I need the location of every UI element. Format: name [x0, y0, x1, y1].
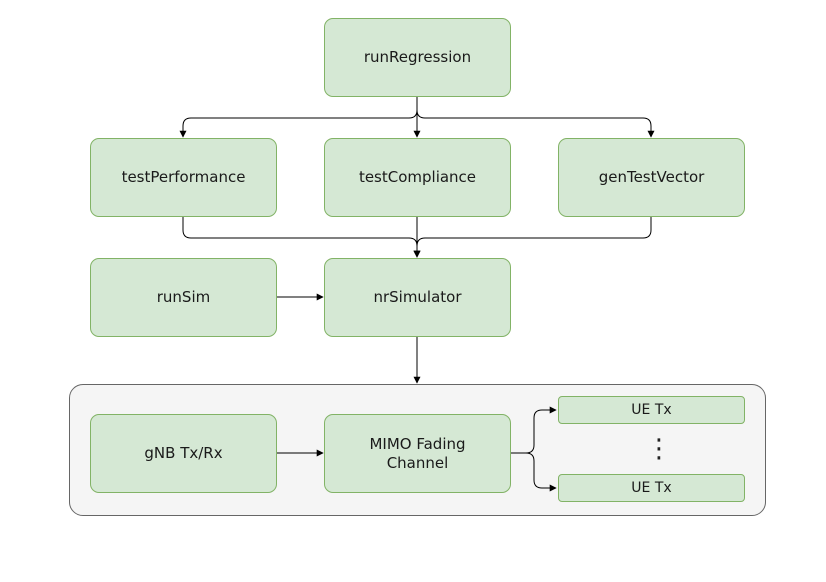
edge-testvector-to-nrsim	[413, 217, 652, 258]
run-regression-label: runRegression	[363, 48, 472, 66]
edge-regression-to-testvector	[416, 97, 655, 138]
edge-regression-to-performance	[179, 97, 418, 138]
edge-mimo-to-ue-bottom	[511, 452, 557, 492]
ue-ellipsis: ⋮	[646, 436, 672, 462]
gen-test-vector-label: genTestVector	[598, 168, 705, 186]
test-compliance-label: testCompliance	[358, 168, 477, 186]
run-sim-label: runSim	[156, 288, 211, 306]
test-performance-label: testPerformance	[121, 168, 246, 186]
ue-tx-top-label: UE Tx	[631, 401, 672, 418]
mimo-channel-label: MIMO Fading Channel	[369, 434, 466, 472]
mimo-channel-node: MIMO Fading Channel	[324, 414, 511, 493]
gen-test-vector-node: genTestVector	[558, 138, 745, 217]
nr-simulator-label: nrSimulator	[373, 288, 462, 306]
edge-performance-to-nrsim	[182, 217, 421, 258]
test-performance-node: testPerformance	[90, 138, 277, 217]
gnb-txrx-node: gNB Tx/Rx	[90, 414, 277, 493]
edge-mimo-to-ue-top	[511, 406, 557, 454]
run-sim-node: runSim	[90, 258, 277, 337]
nr-simulator-node: nrSimulator	[324, 258, 511, 337]
ue-tx-bottom-label: UE Tx	[631, 479, 672, 496]
run-regression-node: runRegression	[324, 18, 511, 97]
test-compliance-node: testCompliance	[324, 138, 511, 217]
gnb-txrx-label: gNB Tx/Rx	[144, 444, 223, 462]
ue-tx-bottom-node: UE Tx	[558, 474, 745, 502]
ue-tx-top-node: UE Tx	[558, 396, 745, 424]
